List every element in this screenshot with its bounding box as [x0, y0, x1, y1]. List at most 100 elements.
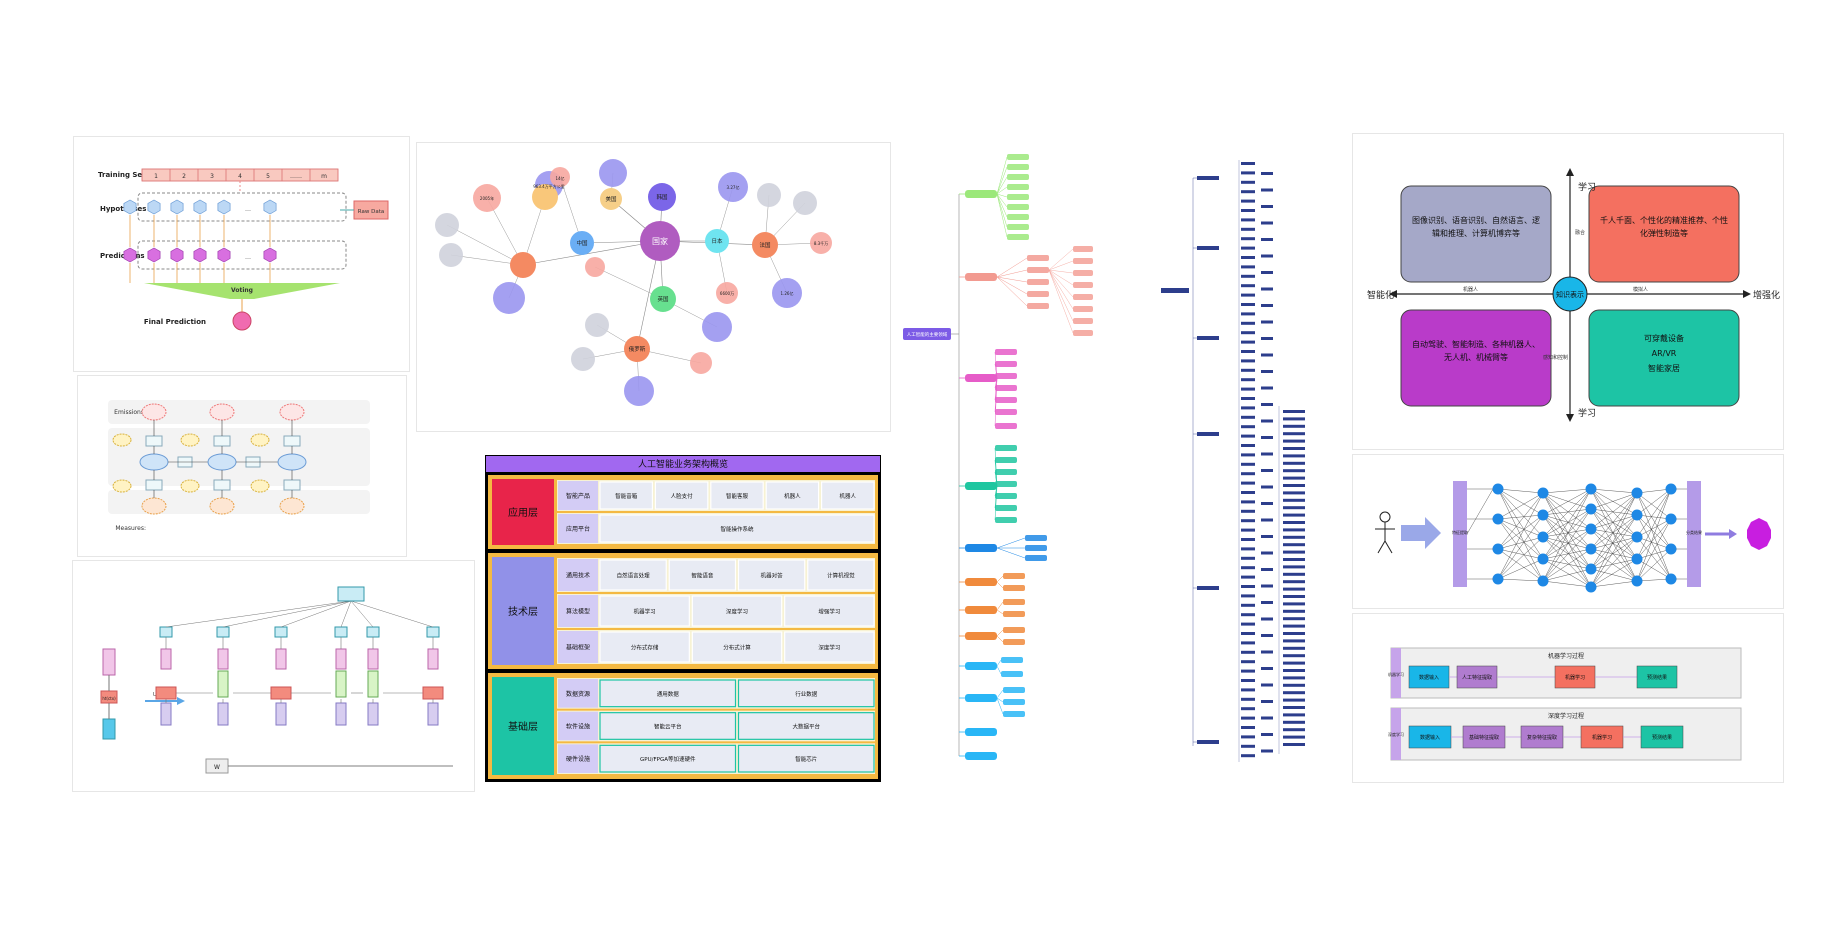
- mindmap-leaf: [1003, 599, 1025, 605]
- graph-entity-label: 美国: [605, 195, 617, 203]
- arch-item-label: 智能操作系统: [720, 525, 754, 533]
- mindmap-leaf: [1007, 224, 1029, 230]
- mindmap-leaf: [1007, 174, 1029, 180]
- nn-neuron: [1585, 543, 1597, 555]
- tree-leaf: [1241, 566, 1255, 570]
- pipeline-svg: 机器学习过程 深度学习过程 机器学习 深度学习 数据输入人工特征提取机器学习预测…: [1388, 647, 1742, 761]
- mindmap-branch: [965, 273, 997, 281]
- arch-item-label: 智能客服: [726, 492, 749, 500]
- nn-input-bar: [1453, 481, 1467, 587]
- tree-leaf: [1261, 601, 1273, 604]
- tree-leaf: [1261, 419, 1273, 423]
- graph-attribute-node: [690, 352, 712, 374]
- prediction-node: [147, 247, 161, 263]
- arch-row-label: 软件设施: [566, 723, 590, 731]
- graph-attribute-node: [810, 232, 832, 254]
- mindmap-leaf: [1003, 639, 1025, 645]
- dl-step-label: 复杂特征提取: [1527, 734, 1557, 741]
- tree-leaf: [1241, 218, 1255, 222]
- tree-leaf: [1241, 237, 1255, 241]
- arch-item-box: [599, 595, 690, 627]
- tree-leaf: [1241, 613, 1255, 617]
- tree-leaf: [1283, 550, 1305, 554]
- ml-side-label: 机器学习: [1388, 671, 1404, 677]
- mindmap-leaf: [1073, 282, 1093, 288]
- mindmap-leaf: [995, 445, 1017, 451]
- tree-leaf: [1283, 728, 1305, 732]
- mindmap-leaf: [995, 493, 1017, 499]
- mindmap-leaf: [1001, 671, 1023, 677]
- arch-item-label: 自然语言处理: [617, 572, 651, 580]
- tree-leaf: [1283, 417, 1305, 421]
- tree-leaf: [1283, 447, 1305, 450]
- tree-leaf: [1283, 698, 1305, 702]
- tree-leaf: [1241, 444, 1255, 447]
- predictions-box: [137, 240, 347, 270]
- prediction-node: [263, 247, 277, 263]
- nn-input-label: 特征提取: [1452, 529, 1468, 535]
- tree-leaf: [1283, 602, 1305, 606]
- tree-leaf: [1241, 171, 1255, 175]
- hypothesis-node: [217, 199, 231, 215]
- training-cell-label: 3: [210, 173, 214, 180]
- nn-neuron: [1631, 509, 1643, 521]
- ml-step-label: 预测结果: [1647, 674, 1667, 681]
- nn-neuron: [1492, 513, 1504, 525]
- tree-leaf: [1241, 481, 1255, 485]
- tree-leaf: [1283, 513, 1305, 517]
- tree-leaf: [1261, 535, 1273, 538]
- rnn-top: [366, 626, 380, 638]
- arch-item-box: [737, 712, 875, 740]
- arch-layer-name: 基础层: [508, 720, 538, 733]
- mindmap-branch: [965, 578, 997, 586]
- graph-attribute-node: [702, 312, 732, 342]
- graph-entity-label: 韩国: [656, 193, 668, 201]
- hypothesis-node: [193, 199, 207, 215]
- mindmap-leaf: [1003, 611, 1025, 617]
- arch-item-label: 机器对答: [761, 572, 784, 580]
- mindmap-leaf: [1027, 279, 1049, 285]
- hidden-state: [277, 453, 307, 471]
- tree-leaf: [1283, 720, 1305, 724]
- measure-node: [279, 497, 305, 515]
- graph-stat-label: 6600万: [720, 291, 734, 296]
- tree-leaf: [1261, 469, 1273, 472]
- tree-leaf: [1241, 387, 1255, 391]
- tree-leaf: [1241, 162, 1255, 165]
- quadrant-top-right: [1588, 185, 1740, 283]
- ml-step-label: 数据输入: [1419, 674, 1439, 681]
- arch-item-label: 机器学习: [634, 608, 656, 616]
- tree-leaf: [1261, 403, 1273, 406]
- mindmap-svg: 人工智能的主要领域: [903, 154, 1093, 760]
- ml-step-label: 机器学习: [1565, 674, 1585, 681]
- rnn-top: [159, 626, 173, 638]
- tree-root: [1161, 288, 1189, 293]
- tree-leaf: [1241, 321, 1255, 325]
- graph-entity-node: [705, 229, 729, 253]
- graph-attribute-node: [793, 191, 817, 215]
- arch-row-label-box: [558, 711, 598, 741]
- mindmap-leaf: [1003, 585, 1025, 591]
- nn-neuron: [1585, 563, 1597, 575]
- graph-entity-label: 英国: [657, 295, 669, 303]
- nn-neuron: [1537, 531, 1549, 543]
- arch-layer-name: 技术层: [508, 605, 538, 618]
- tree-leaf: [1283, 595, 1305, 598]
- mindmap-leaf: [1073, 246, 1093, 252]
- input-node: [180, 433, 200, 447]
- dl-title: 深度学习过程: [1548, 712, 1584, 720]
- tree-leaf: [1283, 521, 1305, 524]
- arch-row-label-box: [558, 679, 598, 708]
- tree-leaf: [1283, 565, 1305, 569]
- tree-leaf: [1283, 646, 1305, 650]
- arch-item-label: 智能音箱: [615, 492, 638, 500]
- tree-leaf: [1283, 624, 1305, 628]
- person-icon: [1375, 511, 1395, 554]
- rnn-svg: ht(ctx) Unfold W: [100, 586, 453, 774]
- predictions-label: Predictions: [100, 252, 145, 260]
- quadrant-tr-text: 千人千面、个性化的精准推荐、个性化弹性制造等: [1600, 216, 1728, 238]
- graph-entity-node: [752, 232, 778, 258]
- tree-leaf: [1241, 303, 1255, 306]
